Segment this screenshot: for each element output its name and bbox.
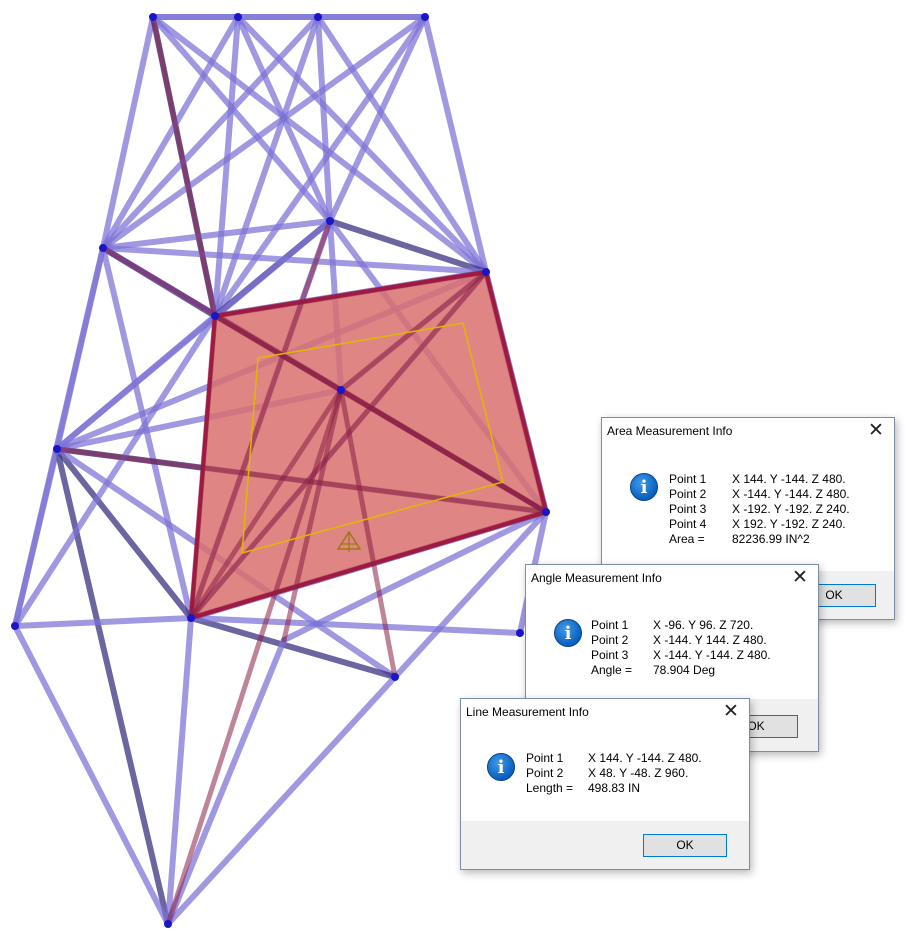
truss-member (12, 623, 171, 927)
ok-button[interactable]: OK (643, 834, 727, 857)
truss-member (100, 14, 321, 251)
truss-member (212, 14, 321, 319)
row-label: Point 2 (526, 766, 564, 780)
panel-member (188, 269, 489, 621)
row-label: Point 3 (669, 502, 707, 516)
row-value: X -144. Y 144. Z 480. (653, 633, 767, 647)
truss-member (100, 14, 241, 251)
truss-node[interactable] (516, 629, 524, 637)
selection-outline (241, 322, 504, 555)
truss-node[interactable] (234, 13, 242, 21)
truss-member (100, 218, 333, 251)
truss-member (422, 14, 489, 275)
row-value: X -144. Y -144. Z 480. (653, 648, 771, 662)
truss-member (327, 218, 489, 275)
info-icon: i (630, 473, 658, 501)
truss-member (150, 14, 333, 224)
row-label: Point 1 (526, 751, 564, 765)
row-label: Area = (669, 532, 705, 546)
row-value: X -96. Y 96. Z 720. (653, 618, 754, 632)
truss-member (315, 14, 489, 275)
truss-node[interactable] (164, 920, 172, 928)
row-value: 82236.99 IN^2 (732, 532, 810, 546)
row-label: Point 1 (591, 618, 629, 632)
dialog-footer: OK (461, 821, 749, 869)
truss-member (100, 14, 428, 251)
truss-node[interactable] (99, 244, 107, 252)
truss-member (327, 14, 428, 224)
row-value: X 192. Y -192. Z 240. (732, 517, 846, 531)
truss-node[interactable] (149, 13, 157, 21)
truss-member (392, 509, 549, 680)
row-value: X 144. Y -144. Z 480. (732, 472, 846, 486)
truss-node[interactable] (211, 312, 219, 320)
dialog-title: Angle Measurement Info (531, 571, 662, 585)
truss-node[interactable] (421, 13, 429, 21)
panel-member (165, 387, 344, 927)
row-label: Point 1 (669, 472, 707, 486)
truss-member (54, 446, 194, 621)
close-icon[interactable]: ✕ (868, 420, 884, 441)
row-label: Point 3 (591, 648, 629, 662)
panel-member (212, 269, 489, 319)
truss-member (315, 14, 333, 224)
row-label: Point 2 (591, 633, 629, 647)
panel-member (54, 446, 549, 515)
truss-member (150, 14, 489, 275)
truss-member (165, 674, 398, 927)
info-icon: i (487, 753, 515, 781)
truss-node[interactable] (314, 13, 322, 21)
truss-member (188, 615, 398, 680)
panel-member (188, 387, 344, 621)
truss-node[interactable] (326, 217, 334, 225)
triad-cursor-icon (336, 530, 362, 552)
truss-node[interactable] (482, 268, 490, 276)
row-value: X -144. Y -144. Z 480. (732, 487, 850, 501)
truss-member (12, 313, 218, 629)
row-value: 498.83 IN (588, 781, 641, 795)
panel-members (54, 14, 549, 927)
panel-member (188, 218, 333, 621)
panel-member (281, 387, 344, 643)
panel-member (100, 245, 549, 515)
truss-member (54, 313, 218, 452)
panel-member (338, 387, 398, 680)
row-label: Point 4 (669, 517, 707, 531)
truss-member (100, 245, 489, 275)
truss-nodes (11, 13, 550, 928)
truss-member (12, 245, 106, 629)
truss-node[interactable] (542, 508, 550, 516)
row-label: Length = (526, 781, 574, 795)
truss-member (188, 615, 523, 636)
info-icon: i (554, 619, 582, 647)
row-value: X -192. Y -192. Z 240. (732, 502, 850, 516)
row-label: Angle = (591, 663, 633, 677)
truss-member (165, 615, 194, 927)
truss-member (100, 14, 156, 251)
panel-member (150, 14, 218, 319)
truss-member (281, 509, 549, 643)
truss-node[interactable] (11, 622, 19, 630)
truss-member (165, 637, 287, 927)
row-value: X 144. Y -144. Z 480. (588, 751, 702, 765)
truss-member (212, 14, 428, 319)
dialog-title: Line Measurement Info (466, 705, 589, 719)
close-icon[interactable]: ✕ (792, 567, 808, 588)
panel-member (188, 509, 549, 621)
truss-node[interactable] (391, 673, 399, 681)
row-label: Point 2 (669, 487, 707, 501)
truss-member (212, 14, 241, 319)
truss-node[interactable] (187, 614, 195, 622)
truss-node[interactable] (337, 386, 345, 394)
truss-node[interactable] (53, 445, 61, 453)
panel-member (483, 269, 549, 515)
line-measurement-dialog: Line Measurement Info ✕ i Point 1 X 144.… (460, 698, 750, 870)
dialog-title: Area Measurement Info (607, 424, 733, 438)
truss-member (12, 615, 194, 629)
close-icon[interactable]: ✕ (723, 701, 739, 722)
row-value: X 48. Y -48. Z 960. (588, 766, 689, 780)
row-value: 78.904 Deg (653, 663, 716, 677)
